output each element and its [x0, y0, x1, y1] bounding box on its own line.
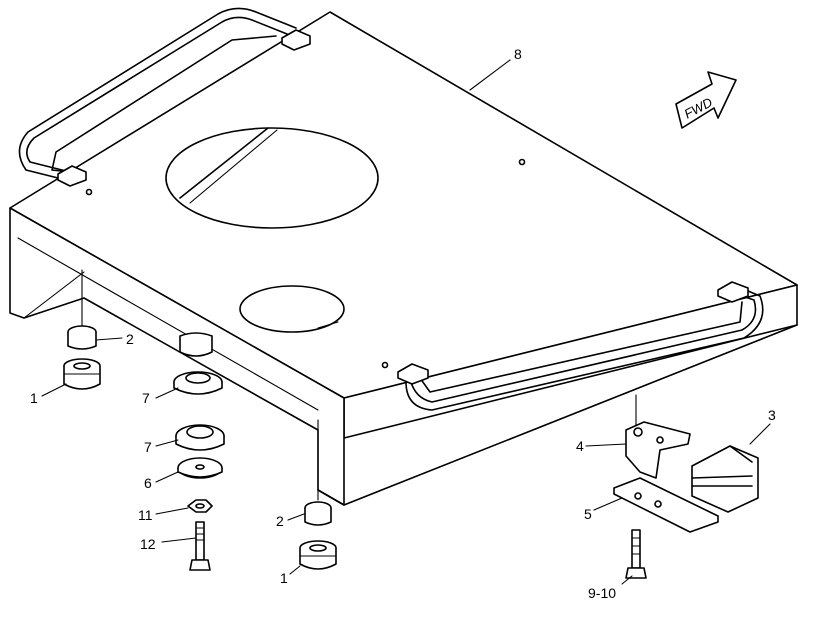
callout-9-10: 9-10	[588, 585, 616, 601]
handle-rail-front	[397, 281, 764, 411]
callout-4: 4	[576, 438, 584, 454]
callout-1-left: 1	[30, 390, 38, 406]
floor-plate	[9, 11, 798, 506]
callout-labels: 1 2 7 7 6 11 12 2 1 8 3 4 5 9-10	[30, 46, 776, 601]
handle-rail-rear	[18, 7, 311, 187]
callout-7-lower: 7	[144, 439, 152, 455]
callout-11: 11	[138, 507, 153, 523]
callout-8: 8	[514, 46, 522, 62]
callout-3: 3	[768, 407, 776, 423]
right-mount-assembly	[299, 419, 337, 570]
callout-12: 12	[140, 536, 156, 552]
callout-7-upper: 7	[142, 390, 150, 406]
left-mount-assembly	[63, 269, 101, 390]
center-mount-stack	[173, 371, 225, 571]
callout-6: 6	[144, 475, 152, 491]
bushing-under-plate	[179, 332, 213, 357]
callout-5: 5	[584, 506, 592, 522]
callout-2-right: 2	[276, 513, 284, 529]
callout-1-right: 1	[280, 570, 288, 586]
latch-assembly	[613, 394, 759, 579]
callout-2-left: 2	[126, 331, 134, 347]
leader-lines	[41, 59, 771, 585]
fwd-direction-arrow: FWD	[675, 71, 737, 129]
